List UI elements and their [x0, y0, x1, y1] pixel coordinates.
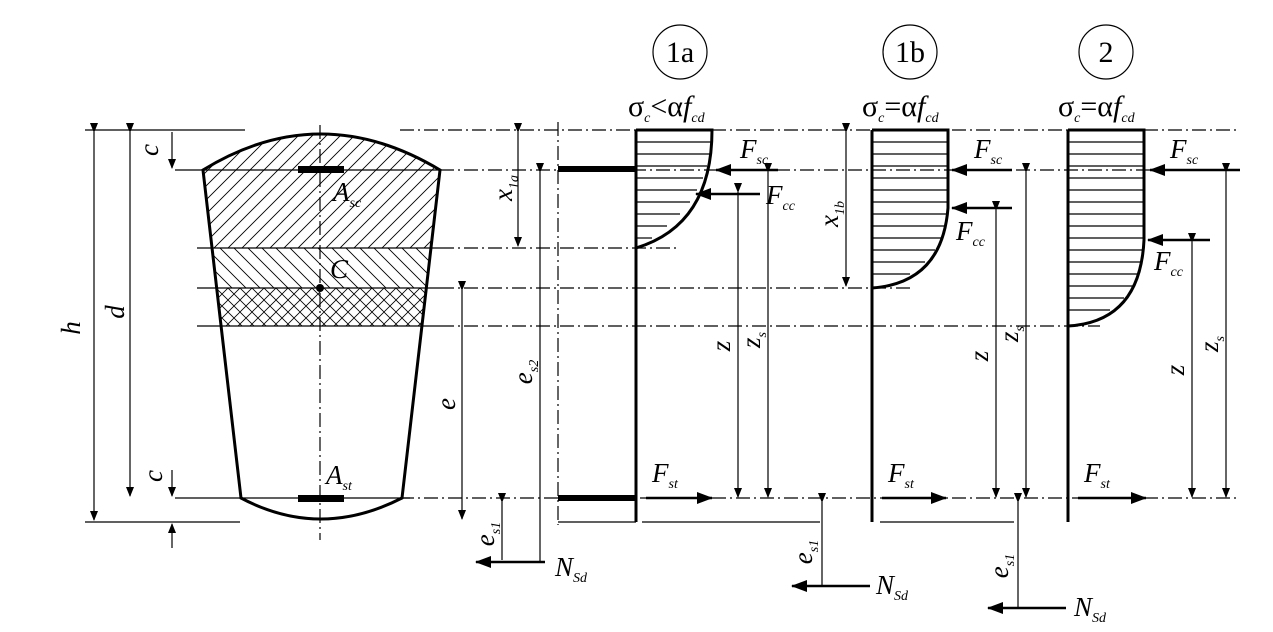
Fcc-label-2: Fcc [1153, 246, 1184, 280]
Fst-label-1a: Fst [651, 458, 679, 492]
Asc-label: Asc [331, 177, 362, 211]
case-1b-circle [882, 24, 938, 80]
h-label: h [56, 321, 86, 335]
Fst-label-2: Fst [1083, 458, 1111, 492]
NSd-label-1b: NSd [875, 570, 909, 604]
case-1a: 1a σc<αfcd x1a es2 es1 NSd Fsc Fcc Fst z [470, 24, 909, 604]
Fsc-label-1a: Fsc [739, 134, 769, 168]
c-bottom-label: c [138, 470, 168, 482]
zs-label-2: zs [1194, 335, 1228, 353]
guide-lines [400, 129, 1240, 499]
cross-section [85, 125, 442, 540]
case-1b-stress-block [871, 128, 950, 290]
x1b-label: x1b [814, 201, 848, 228]
case-1a-stress-condition: σc<αfcd [628, 90, 706, 126]
case-1b-stress-condition: σc=αfcd [862, 90, 940, 126]
NSd-label-2: NSd [1073, 592, 1107, 626]
d-label: d [100, 305, 130, 319]
NSd-label-1a: NSd [554, 552, 588, 586]
Ast-label: Ast [324, 460, 353, 494]
z-label-2: z [1160, 364, 1190, 376]
case-1b-label: 1b [895, 36, 925, 69]
C-label: C [330, 254, 349, 284]
case-2-stress-block [1067, 128, 1146, 328]
case-1a-tension-bar [558, 495, 636, 501]
es1-label-2: es1 [984, 554, 1018, 578]
case-2: 2 σc=αfcd Fsc Fcc Fst z zs [1058, 24, 1240, 522]
z-label-1b: z [964, 350, 994, 362]
z-label-1a: z [706, 340, 736, 352]
centroid-point [316, 284, 324, 292]
Fcc-label-1b: Fcc [955, 216, 986, 250]
case-1a-label: 1a [666, 36, 694, 69]
compression-reinforcement-bar [298, 166, 344, 173]
Fcc-label-1a: Fcc [765, 180, 796, 214]
case-1a-stress-block [635, 128, 714, 250]
case-1b: 1b σc=αfcd x1b Fsc Fcc Fst z zs es1 NSd [814, 24, 1107, 626]
case-2-stress-condition: σc=αfcd [1058, 90, 1136, 126]
case-1a-circle [652, 24, 708, 80]
case-1a-compression-bar [558, 166, 636, 172]
x1a-label: x1a [488, 175, 522, 202]
es2-label: es2 [508, 360, 542, 384]
es1-label-1a: es1 [470, 522, 504, 546]
Fsc-label-1b: Fsc [973, 134, 1003, 168]
c-top-label: c [134, 144, 164, 156]
zs-label-1b: zs [994, 325, 1028, 343]
zs-label-1a: zs [736, 331, 770, 349]
es1-label-1b: es1 [788, 540, 822, 564]
case-2-circle [1078, 24, 1134, 80]
eccentricity-e-label: e [431, 398, 461, 410]
case-2-label: 2 [1099, 36, 1114, 69]
Fsc-label-2: Fsc [1169, 134, 1199, 168]
Fst-label-1b: Fst [887, 458, 915, 492]
tension-reinforcement-bar [298, 495, 344, 502]
section-dimensions: h d c c e [56, 123, 466, 548]
